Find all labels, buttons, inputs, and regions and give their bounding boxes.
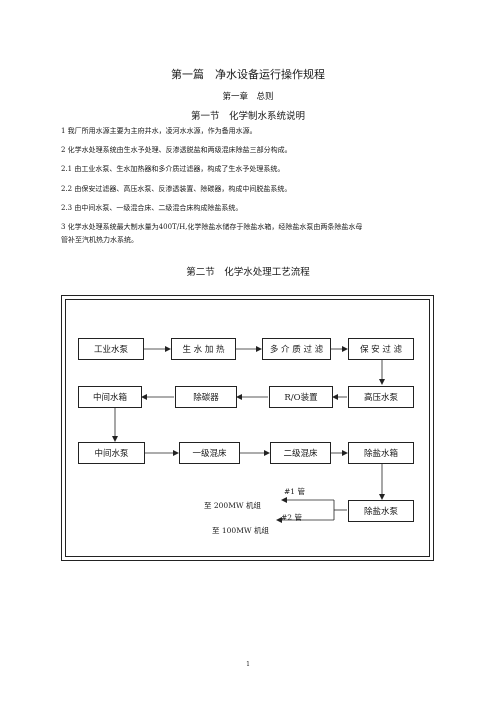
page-number: 1 (246, 661, 250, 668)
box-mixed-bed-1: 一级混床 (179, 442, 240, 464)
chapter-title: 第一章 总则 (222, 92, 274, 102)
paragraph-3-line-2: 管补至汽机热力水系统。 (61, 236, 138, 244)
diagram-frame-inner (65, 299, 430, 557)
box-multimedia-filter: 多 介 质 过 滤 (262, 338, 331, 360)
label-pipe-2: #2 管 (281, 513, 302, 522)
box-mixed-bed-2: 二级混床 (270, 442, 331, 464)
paragraph-1: 1 我厂所用水源主要为主府井水，凌河水水源，作为备用水源。 (61, 127, 257, 135)
box-industrial-water-pump: 工业水泵 (78, 338, 144, 360)
part-title: 第一篇 净水设备运行操作规程 (171, 68, 325, 81)
label-dest-200mw: 至 200MW 机组 (204, 501, 261, 510)
paragraph-2-3: 2.3 由中间水泵、一级混合床、二级混合床构成除盐系统。 (61, 204, 243, 212)
paragraph-2-2: 2.2 由保安过滤器、高压水泵、反渗透装置、除碳器，构成中间脱盐系统。 (61, 185, 292, 193)
paragraph-2-1: 2.1 由工业水泵、生水加热器和多介质过滤器，构成了生水予处理系统。 (61, 165, 285, 173)
box-security-filter: 保 安 过 滤 (348, 338, 414, 360)
section-title-1: 第一节 化学制水系统说明 (190, 111, 305, 122)
box-intermediate-pump: 中间水泵 (78, 442, 145, 464)
paragraph-2: 2 化学水处理系统由生水予处理、反渗透脱盐和两级混床除盐三部分构成。 (61, 146, 292, 154)
diagram-frame-outer (61, 295, 434, 561)
box-ro-unit: R/O装置 (269, 386, 333, 408)
section-title-2: 第二节 化学水处理工艺流程 (186, 267, 310, 278)
box-demin-water-tank: 除盐水箱 (348, 442, 414, 464)
box-intermediate-tank: 中间水箱 (78, 386, 142, 408)
label-dest-100mw: 至 100MW 机组 (212, 526, 269, 535)
paragraph-3-line-1: 3 化学水处理系统最大制水量为400T/H,化学除盐水储存于除盐水箱，经除盐水泵… (61, 223, 363, 231)
box-demin-water-pump: 除盐水泵 (348, 500, 414, 522)
box-raw-water-heater: 生 水 加 热 (171, 338, 236, 360)
box-decarbonizer: 除碳器 (175, 386, 237, 408)
box-high-pressure-pump: 高压水泵 (348, 386, 414, 408)
label-pipe-1: #1 管 (284, 487, 305, 496)
